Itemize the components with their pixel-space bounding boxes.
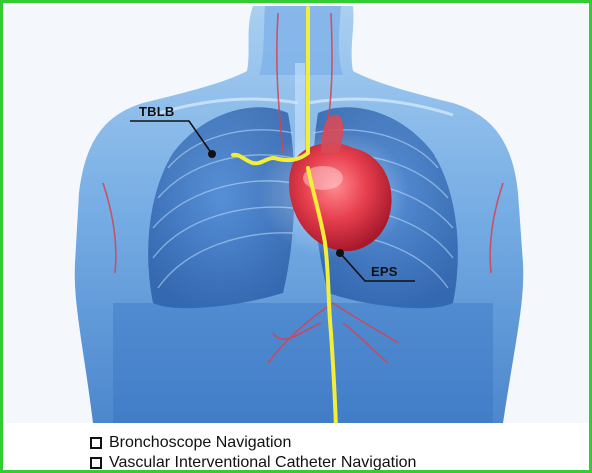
abdomen	[113, 303, 493, 423]
tblb-label: TBLB	[139, 104, 174, 119]
legend-item-vascular: Vascular Interventional Catheter Navigat…	[90, 453, 416, 473]
legend-label: Bronchoscope Navigation	[109, 434, 291, 452]
legend-label: Vascular Interventional Catheter Navigat…	[109, 454, 416, 472]
legend: Bronchoscope Navigation Vascular Interve…	[90, 433, 416, 473]
eps-target-dot	[336, 249, 344, 257]
legend-item-bronchoscope: Bronchoscope Navigation	[90, 433, 416, 453]
anatomy-illustration	[3, 3, 592, 473]
tblb-target-dot	[208, 150, 216, 158]
eps-label: EPS	[371, 264, 398, 279]
square-outline-icon	[90, 437, 102, 449]
square-outline-icon	[90, 457, 102, 469]
